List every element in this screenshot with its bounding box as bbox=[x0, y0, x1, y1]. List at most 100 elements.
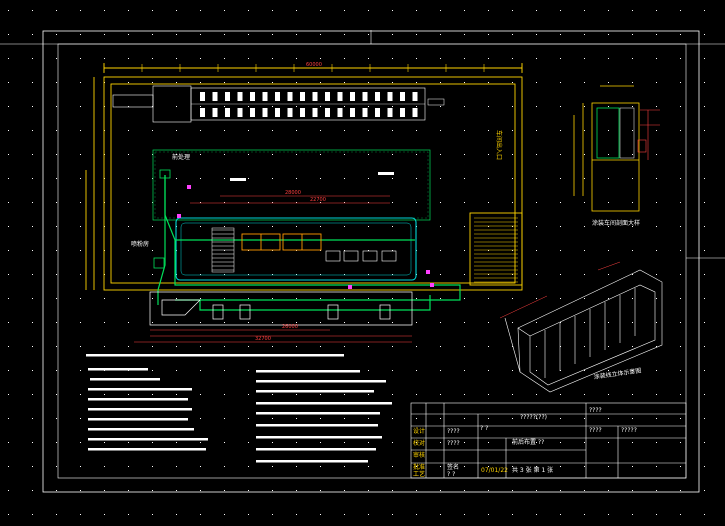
grid-dot bbox=[56, 82, 57, 83]
grid-dot bbox=[632, 346, 633, 347]
grid-dot bbox=[680, 490, 681, 491]
grid-dot bbox=[560, 274, 561, 275]
grid-dot bbox=[56, 178, 57, 179]
grid-dot bbox=[656, 58, 657, 59]
oven-units bbox=[241, 233, 322, 251]
grid-dot bbox=[440, 106, 441, 107]
grid-dot bbox=[176, 82, 177, 83]
grid-dot bbox=[416, 58, 417, 59]
grid-dot bbox=[344, 226, 345, 227]
equipment-block bbox=[262, 92, 268, 101]
grid-dot bbox=[392, 58, 393, 59]
grid-dot bbox=[464, 250, 465, 251]
grid-dot bbox=[512, 466, 513, 467]
grid-dot bbox=[464, 82, 465, 83]
equipment-block bbox=[387, 92, 393, 101]
title-project-code: ?????(??) bbox=[520, 414, 547, 421]
grid-dot bbox=[296, 154, 297, 155]
grid-dot bbox=[344, 346, 345, 347]
grid-dot bbox=[584, 202, 585, 203]
grid-dot bbox=[512, 226, 513, 227]
grid-dot bbox=[296, 322, 297, 323]
isometric-red-dims bbox=[499, 261, 621, 319]
title-row-label: 校对 bbox=[413, 439, 425, 447]
grid-dot bbox=[488, 82, 489, 83]
grid-dot bbox=[560, 418, 561, 419]
grid-dot bbox=[440, 322, 441, 323]
grid-dot bbox=[608, 394, 609, 395]
grid-dot bbox=[368, 202, 369, 203]
grid-dot bbox=[152, 202, 153, 203]
grid-dot bbox=[128, 178, 129, 179]
grid-dot bbox=[296, 130, 297, 131]
grid-dot bbox=[608, 370, 609, 371]
grid-dot bbox=[152, 466, 153, 467]
grid-dot bbox=[296, 466, 297, 467]
grid-dot bbox=[56, 370, 57, 371]
grid-dot bbox=[8, 370, 9, 371]
equipment-tags bbox=[153, 169, 171, 269]
grid-dot bbox=[296, 418, 297, 419]
grid-dot bbox=[656, 394, 657, 395]
title-row-label: 批准 bbox=[413, 463, 425, 471]
grid-dot bbox=[464, 106, 465, 107]
grid-dot bbox=[560, 106, 561, 107]
grid-dot bbox=[416, 394, 417, 395]
grid-dot bbox=[608, 442, 609, 443]
grid-dot bbox=[200, 154, 201, 155]
grid-dot bbox=[32, 226, 33, 227]
grid-dot bbox=[512, 514, 513, 515]
dot-grid bbox=[8, 10, 705, 515]
grid-dot bbox=[176, 178, 177, 179]
grid-dot bbox=[680, 226, 681, 227]
grid-dot bbox=[32, 10, 33, 11]
note-line bbox=[256, 370, 360, 373]
grid-dot bbox=[656, 322, 657, 323]
grid-dot bbox=[464, 514, 465, 515]
grid-dot bbox=[296, 34, 297, 35]
grid-dot bbox=[272, 418, 273, 419]
grid-dot bbox=[392, 490, 393, 491]
grid-dot bbox=[368, 322, 369, 323]
grid-dot bbox=[704, 442, 705, 443]
grid-dot bbox=[272, 298, 273, 299]
equipment-block bbox=[237, 92, 243, 101]
grid-dot bbox=[488, 202, 489, 203]
grid-dot bbox=[152, 226, 153, 227]
equipment-block bbox=[275, 92, 280, 101]
grid-dot bbox=[488, 490, 489, 491]
grid-dot bbox=[272, 514, 273, 515]
grid-dot bbox=[128, 298, 129, 299]
grid-dot bbox=[584, 394, 585, 395]
equipment-block bbox=[237, 108, 243, 117]
grid-dot bbox=[704, 274, 705, 275]
grid-dot bbox=[584, 34, 585, 35]
grid-dot bbox=[368, 490, 369, 491]
grid-dot bbox=[416, 154, 417, 155]
grid-dot bbox=[272, 394, 273, 395]
dim-loop-width: 28000 bbox=[285, 190, 301, 196]
grid-dot bbox=[224, 274, 225, 275]
grid-dot bbox=[344, 58, 345, 59]
grid-dot bbox=[128, 34, 129, 35]
note-line bbox=[88, 398, 188, 401]
grid-dot bbox=[200, 178, 201, 179]
grid-dot bbox=[224, 106, 225, 107]
grid-dot bbox=[320, 58, 321, 59]
grid-dot bbox=[488, 10, 489, 11]
grid-dot bbox=[200, 202, 201, 203]
grid-dot bbox=[416, 298, 417, 299]
equipment-block bbox=[300, 92, 305, 101]
grid-dot bbox=[152, 370, 153, 371]
grid-dot bbox=[248, 274, 249, 275]
grid-dot bbox=[632, 202, 633, 203]
grid-dot bbox=[440, 514, 441, 515]
grid-dot bbox=[104, 298, 105, 299]
grid-dot bbox=[128, 394, 129, 395]
grid-dot bbox=[680, 34, 681, 35]
grid-dot bbox=[536, 226, 537, 227]
grid-dot bbox=[632, 490, 633, 491]
grid-dot bbox=[584, 106, 585, 107]
grid-dot bbox=[704, 514, 705, 515]
grid-dot bbox=[200, 394, 201, 395]
